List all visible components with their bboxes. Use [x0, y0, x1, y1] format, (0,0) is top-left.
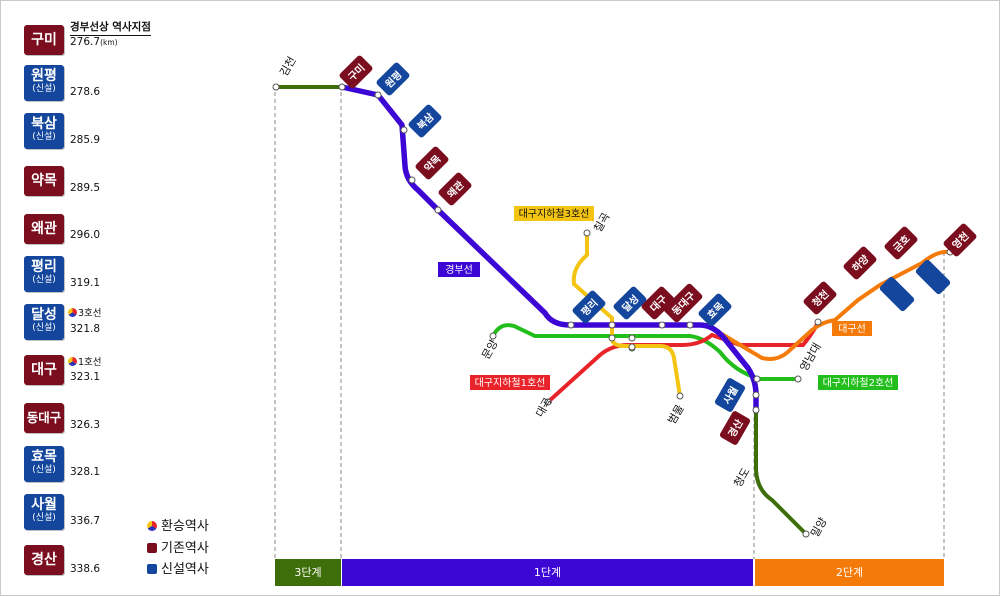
map-badge-gumi: 구미	[339, 55, 373, 89]
legend-transfer: 환승역사	[147, 515, 209, 534]
new-station-icon	[147, 564, 157, 574]
map-badge-buksam: 북삼	[408, 104, 442, 138]
stage-bar-2: 2단계	[755, 559, 944, 586]
transfer-note-dalseong: 3호선	[68, 305, 102, 319]
stage-bar-1: 1단계	[342, 559, 753, 586]
label-beommul: 범물	[665, 402, 686, 426]
station-dot	[628, 343, 636, 351]
map-badge-gyeongsan: 경산	[719, 411, 751, 445]
line-label-box-metro1	[470, 375, 550, 390]
map-badge-hayang: 하양	[843, 246, 877, 280]
line-gyeongbu	[341, 84, 759, 410]
map-badge-wonpyeong: 원평	[376, 62, 410, 96]
legend-existing: 기존역사	[147, 537, 209, 556]
station-km-yakmok: 289.5	[70, 182, 101, 194]
map-badge-yakmok: 약목	[415, 146, 449, 180]
line-metro1	[546, 321, 820, 404]
line-daegu	[713, 249, 951, 361]
station-km-dalseong: 321.8	[70, 323, 101, 335]
transfer-note-daegu: 1호선	[68, 354, 102, 368]
stage-bar-3: 3단계	[275, 559, 341, 586]
line-label-daegu: 대구선	[838, 323, 866, 335]
station-badge-gyeongsan: 경산	[24, 545, 64, 575]
map-badge-pyeongni: 평리	[572, 290, 606, 324]
map-badge-sawol: 사월	[714, 378, 746, 412]
map-badge-hyomok: 효목	[698, 293, 732, 327]
station-badge-dalseong: 달성(신설)	[24, 304, 64, 340]
station-badge-buksam: 북삼(신설)	[24, 113, 64, 149]
station-km-dongdaegu: 326.3	[70, 419, 101, 431]
line-label-metro1: 대구지하철1호선	[475, 376, 546, 389]
station-badge-daegu: 대구	[24, 355, 64, 385]
station-km-gyeongsan: 338.6	[70, 563, 101, 575]
existing-station-icon	[147, 543, 157, 553]
transfer-icon	[68, 308, 77, 317]
label-chilgok: 칠곡	[591, 210, 612, 234]
station-km-wonpyeong: 278.6	[70, 86, 101, 98]
label-cheongdo: 청도	[731, 465, 752, 489]
transfer-icon	[68, 357, 77, 366]
map-badge-yeongcheon: 영천	[943, 223, 977, 257]
map-badge-dalseong: 달성	[613, 286, 647, 320]
line-label-box-daegu	[832, 321, 872, 336]
label-miryang: 밀양	[808, 515, 829, 539]
map-badge-geumho: 금호	[884, 226, 918, 260]
line-label-box-gyeongbu	[438, 262, 480, 277]
station-badge-wonpyeong: 원평(신설)	[24, 65, 64, 101]
station-dots	[272, 83, 954, 538]
map-badge-waegwan: 왜관	[438, 172, 472, 206]
station-badge-hyomok: 효목(신설)	[24, 446, 64, 482]
line-label-gyeongbu: 경부선	[445, 263, 473, 276]
label-gimcheon: 김천	[276, 54, 298, 79]
new-station-marker	[915, 259, 951, 295]
station-badge-dongdaegu: 동대구	[24, 403, 64, 433]
station-badge-pyeongni: 평리(신설)	[24, 256, 64, 292]
legend-new: 신설역사	[147, 558, 209, 577]
station-km-waegwan: 296.0	[70, 229, 101, 241]
line-cheongdo-segment	[754, 410, 808, 536]
station-km-hyomok: 328.1	[70, 466, 101, 478]
map-badge-cheongcheon: 청천	[803, 281, 837, 315]
station-km-sawol: 336.7	[70, 515, 101, 527]
station-badge-yakmok: 약목	[24, 166, 64, 196]
station-badge-waegwan: 왜관	[24, 214, 64, 244]
new-station-marker	[879, 276, 915, 312]
label-munyang: 문양	[479, 337, 500, 361]
station-dot	[753, 375, 761, 383]
line-label-metro3: 대구지하철3호선	[519, 207, 590, 220]
station-km-daegu: 323.1	[70, 371, 101, 383]
line-label-box-metro2	[818, 375, 898, 390]
line-metro3	[571, 233, 682, 397]
station-km-buksam: 285.9	[70, 134, 101, 146]
station-badge-gumi: 구미	[24, 25, 64, 55]
station-km-pyeongni: 319.1	[70, 277, 101, 289]
line-label-metro2: 대구지하철2호선	[823, 376, 894, 389]
header-km: 276.7(km)	[70, 36, 118, 48]
line-label-box-metro3	[514, 206, 594, 221]
transfer-icon	[147, 521, 157, 531]
header-title: 경부선상 역사지점	[70, 19, 151, 36]
station-badge-sawol: 사월(신설)	[24, 494, 64, 530]
